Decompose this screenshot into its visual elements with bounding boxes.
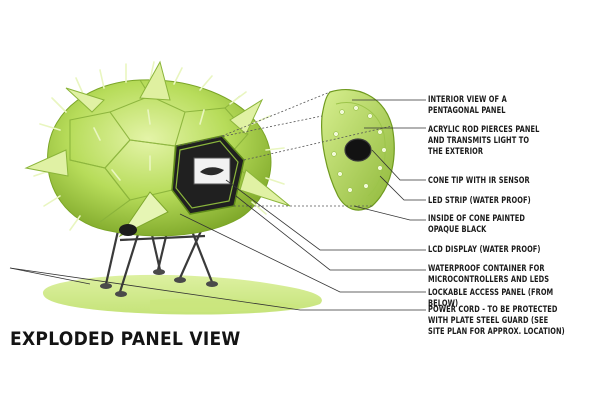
- leader-lines: [9, 99, 426, 311]
- label-cone-tip: CONE TIP WITH IR SENSOR: [428, 176, 530, 186]
- lcd-image: [200, 167, 224, 176]
- label-led-strip: LED STRIP (WATER PROOF): [428, 196, 531, 206]
- diagram-title: EXPLODED PANEL VIEW: [10, 328, 241, 350]
- cone-upper-left: [65, 87, 105, 113]
- sensor-cones: [24, 60, 291, 238]
- label-waterproof-container: WATERPROOF CONTAINER FOR MICROCONTROLLER…: [428, 264, 550, 285]
- explode-guides: [175, 91, 393, 207]
- label-acrylic-rod: ACRYLIC ROD PIERCES PANEL AND TRANSMITS …: [428, 125, 540, 157]
- cone-right-top: [229, 98, 264, 135]
- label-access-panel: LOCKABLE ACCESS PANEL (FROM BELOW): [428, 288, 554, 309]
- panel-cone-rim: [344, 138, 372, 162]
- puddle-spill: [150, 298, 300, 313]
- panel-rods: [331, 105, 387, 193]
- panel-cone: [345, 139, 371, 161]
- label-interior-view: INTERIOR VIEW OF A PENTAGONAL PANEL: [428, 95, 507, 116]
- cone-left: [24, 149, 69, 177]
- leg-feet: [100, 269, 218, 297]
- label-cone-inside: INSIDE OF CONE PAINTED OPAQUE BLACK: [428, 214, 526, 235]
- label-lcd-display: LCD DISPLAY (WATER PROOF): [428, 245, 541, 255]
- label-power-cord: POWER CORD - TO BE PROTECTED WITH PLATE …: [428, 305, 565, 337]
- cone-top: [139, 60, 171, 101]
- acrylic-rods: [33, 61, 285, 231]
- cavity-frame: [175, 140, 239, 209]
- cone-right-low: [239, 169, 291, 207]
- exploded-panel-inner: [335, 102, 386, 197]
- cone-bottom-opening: [119, 224, 137, 236]
